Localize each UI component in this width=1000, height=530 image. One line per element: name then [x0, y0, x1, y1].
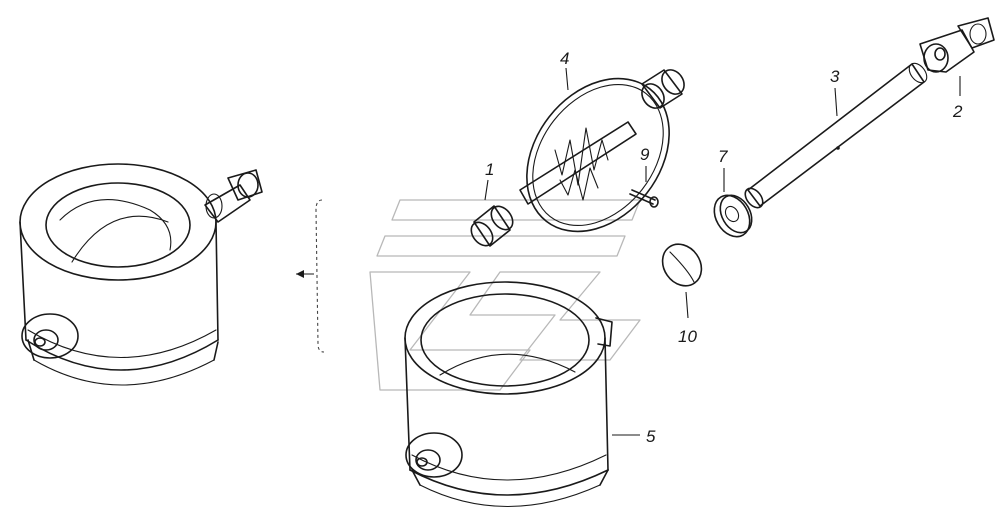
watermark-logo	[369, 199, 641, 391]
part-5-valve-body	[404, 281, 640, 508]
part-1-bushing	[470, 179, 514, 247]
part-9-pin	[629, 166, 659, 208]
callout-4: 4	[560, 49, 569, 68]
callout-7: 7	[718, 147, 728, 166]
bushing-upper	[641, 69, 685, 109]
callout-1: 1	[485, 160, 494, 179]
callout-3: 3	[830, 67, 840, 86]
assembly-bracket	[296, 199, 325, 353]
callout-5: 5	[646, 427, 656, 446]
part-3-shaft	[744, 62, 928, 209]
part-7-washer	[713, 168, 753, 238]
callout-10: 10	[678, 327, 697, 346]
assembled-valve	[19, 163, 263, 386]
callout-2: 2	[952, 102, 963, 121]
part-10-seal	[661, 243, 703, 319]
part-4-disc	[519, 67, 670, 233]
callout-9: 9	[640, 145, 650, 164]
part-2-lever	[919, 17, 995, 96]
